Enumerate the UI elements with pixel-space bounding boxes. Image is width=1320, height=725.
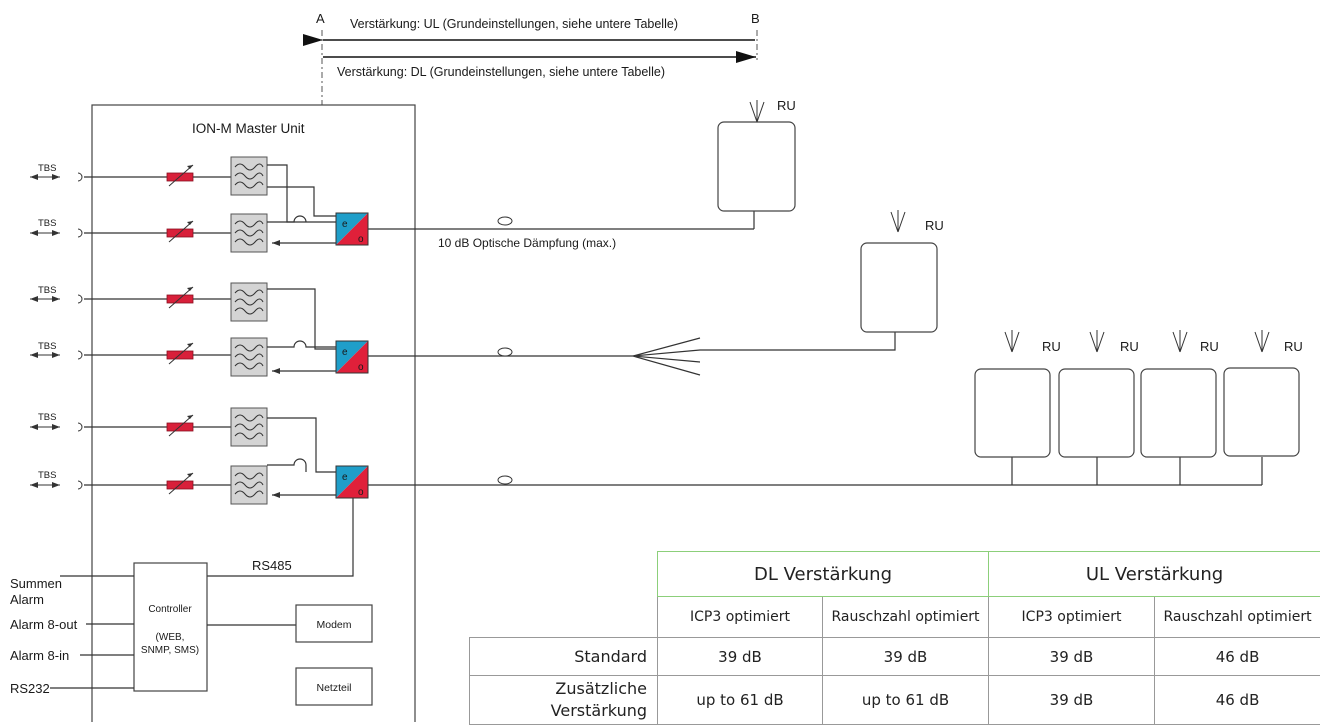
filter-icon (231, 466, 267, 504)
ru-label: RU (1284, 339, 1303, 354)
antenna-icon (891, 210, 905, 232)
summen-alarm-label-2: Alarm (10, 592, 44, 607)
tbs-label: TBS (38, 412, 56, 423)
optical-splitter (633, 332, 895, 375)
antenna-icon (1173, 330, 1187, 352)
table-cell: 39 dB (823, 638, 989, 676)
tbs-label: TBS (38, 285, 56, 296)
ul-gain-header: UL Verstärkung (989, 552, 1320, 597)
table-cell: 46 dB (1155, 638, 1320, 676)
table-cell: up to 61 dB (823, 676, 989, 725)
filter-icon (231, 283, 267, 321)
antenna-icon (1255, 330, 1269, 352)
filter-icon (231, 338, 267, 376)
table-cell: 39 dB (989, 638, 1155, 676)
table-cell: up to 61 dB (658, 676, 823, 725)
table-corner (470, 552, 658, 597)
summen-alarm-label-1: Summen (10, 576, 62, 591)
antenna-icon (750, 100, 764, 122)
modem-label: Modem (316, 619, 351, 631)
fiber-coil-icon (498, 476, 512, 484)
antenna-icon (1090, 330, 1104, 352)
ru-label: RU (1042, 339, 1061, 354)
eo-e-label: e (342, 472, 348, 483)
table-group-header-row: DL Verstärkung UL Verstärkung (470, 552, 1320, 597)
table-cell: 39 dB (989, 676, 1155, 725)
controller-title: Controller (148, 604, 192, 615)
table-subheader-row: ICP3 optimiert Rauschzahl optimiert ICP3… (470, 597, 1320, 638)
eo-o-label: o (358, 234, 364, 245)
tbs-label: TBS (38, 341, 56, 352)
table-cell: 46 dB (1155, 676, 1320, 725)
alarm-in-label: Alarm 8-in (10, 648, 69, 663)
tbs-port-2: TBS (30, 218, 82, 237)
ru-label: RU (777, 98, 796, 113)
remote-unit-6: RU (1224, 330, 1303, 456)
remote-unit-3: RU (975, 330, 1061, 457)
remote-unit-4: RU (1059, 330, 1139, 457)
row-label: Standard (470, 638, 658, 676)
eo-e-label: e (342, 347, 348, 358)
filter-icon (231, 408, 267, 446)
alarm-out-label: Alarm 8-out (10, 617, 78, 632)
ru-label: RU (925, 218, 944, 233)
tbs-port-3: TBS (30, 285, 82, 303)
tbs-port-1: TBS (30, 163, 82, 181)
table-corner (470, 597, 658, 638)
ru-label: RU (1120, 339, 1139, 354)
remote-unit-5: RU (1141, 330, 1219, 457)
tbs-label: TBS (38, 163, 56, 174)
controller-protocols-2: SNMP, SMS) (141, 645, 199, 656)
master-unit-title: ION-M Master Unit (192, 121, 305, 136)
point-b-label: B (751, 11, 760, 26)
dl-icp3-header: ICP3 optimiert (658, 597, 823, 638)
tbs-label: TBS (38, 470, 56, 481)
table-cell: 39 dB (658, 638, 823, 676)
dl-noise-header: Rauschzahl optimiert (823, 597, 989, 638)
rs232-label: RS232 (10, 681, 50, 696)
ul-icp3-header: ICP3 optimiert (989, 597, 1155, 638)
remote-unit-1 (718, 122, 795, 211)
filter-icon (231, 214, 267, 252)
controller-box (134, 563, 207, 691)
ul-noise-header: Rauschzahl optimiert (1155, 597, 1320, 638)
filter-icon (231, 157, 267, 195)
fiber-coil-icon (498, 217, 512, 225)
tbs-port-4: TBS (30, 341, 82, 359)
gain-settings-table: DL Verstärkung UL Verstärkung ICP3 optim… (469, 551, 1320, 725)
remote-unit-2 (861, 243, 937, 332)
table-row: Standard 39 dB 39 dB 39 dB 46 dB (470, 638, 1320, 676)
eo-e-label: e (342, 219, 348, 230)
dl-gain-header: DL Verstärkung (658, 552, 989, 597)
rs485-label: RS485 (252, 558, 292, 573)
eo-o-label: o (358, 362, 364, 373)
tbs-port-5: TBS (30, 412, 82, 431)
ul-gain-label: Verstärkung: UL (Grundeinstellungen, sie… (350, 17, 678, 31)
dl-gain-label: Verstärkung: DL (Grundeinstellungen, sie… (337, 65, 665, 79)
antenna-icon (1005, 330, 1019, 352)
power-supply-label: Netzteil (316, 682, 351, 694)
optical-attenuation-label: 10 dB Optische Dämpfung (max.) (438, 236, 616, 250)
eo-o-label: o (358, 487, 364, 498)
fiber-coil-icon (498, 348, 512, 356)
point-a-label: A (316, 11, 325, 26)
tbs-port-6: TBS (30, 470, 82, 489)
ru-label: RU (1200, 339, 1219, 354)
tbs-label: TBS (38, 218, 56, 229)
controller-protocols-1: (WEB, (156, 632, 185, 643)
